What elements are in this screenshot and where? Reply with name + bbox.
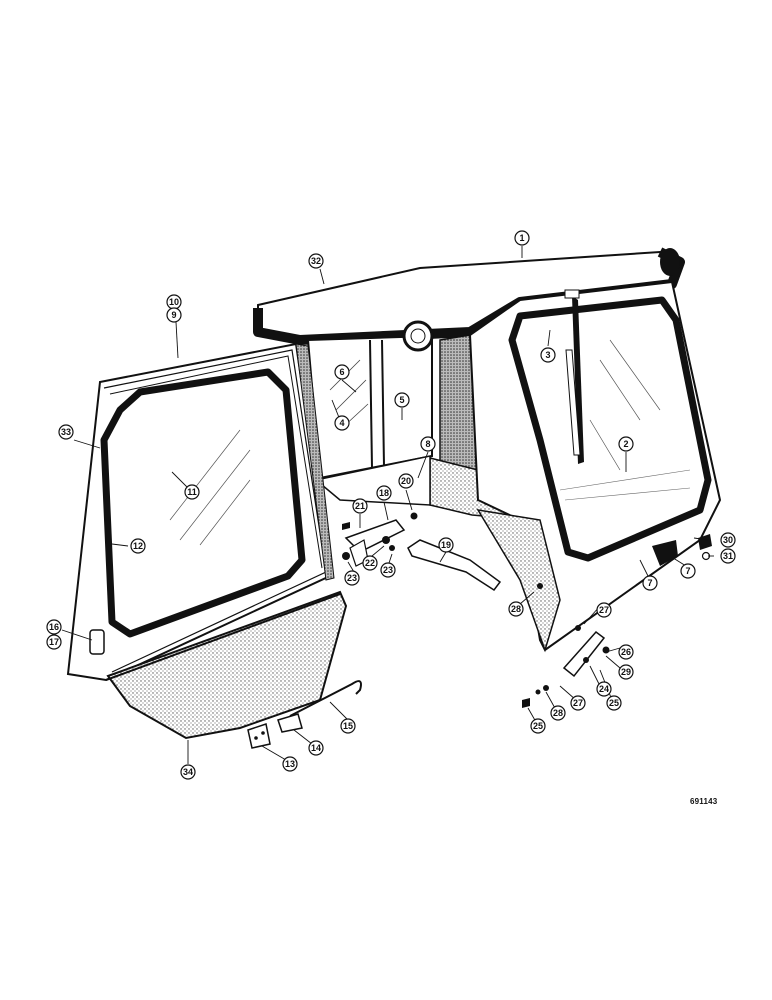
callout-15: 15: [340, 718, 356, 734]
svg-text:18: 18: [379, 488, 389, 498]
callout-2: 2: [618, 436, 634, 452]
latch-bracket: [277, 713, 303, 733]
door-post: [295, 343, 335, 581]
svg-text:7: 7: [685, 566, 690, 576]
leader-lines: [61, 246, 714, 764]
callout-10: 10: [166, 294, 182, 310]
left-door-lower-panel: [106, 590, 348, 740]
callout-21: 21: [352, 498, 368, 514]
callout-27b: 27: [570, 695, 586, 711]
svg-text:15: 15: [343, 721, 353, 731]
left-door-window: [100, 368, 306, 638]
callout-27a: 27: [596, 602, 612, 618]
svg-text:32: 32: [311, 256, 321, 266]
callout-26: 26: [618, 644, 634, 660]
callout-6: 6: [334, 364, 350, 380]
svg-text:7: 7: [647, 578, 652, 588]
svg-text:1: 1: [519, 233, 524, 243]
hinge-assembly: [562, 630, 606, 678]
svg-text:13: 13: [285, 759, 295, 769]
callout-1: 1: [514, 230, 530, 246]
callout-32: 32: [308, 253, 324, 269]
callout-25b: 25: [530, 718, 546, 734]
svg-text:20: 20: [401, 476, 411, 486]
callout-28b: 28: [550, 705, 566, 721]
svg-text:24: 24: [599, 684, 609, 694]
callout-5: 5: [394, 392, 410, 408]
callout-11: 11: [184, 484, 200, 500]
svg-text:29: 29: [621, 667, 631, 677]
svg-text:27: 27: [573, 698, 583, 708]
callout-9: 9: [166, 307, 182, 323]
dome-light: [402, 320, 434, 352]
wiper-blade: [565, 349, 581, 456]
callout-22: 22: [362, 555, 378, 571]
svg-text:5: 5: [399, 395, 404, 405]
svg-text:19: 19: [441, 540, 451, 550]
svg-text:11: 11: [187, 487, 197, 497]
cab-brace: [407, 539, 502, 592]
right-lower-panel: [476, 509, 561, 653]
svg-text:8: 8: [425, 439, 430, 449]
svg-text:27: 27: [599, 605, 609, 615]
callout-33: 33: [58, 424, 74, 440]
callout-34: 34: [180, 764, 196, 780]
svg-text:25: 25: [609, 698, 619, 708]
roof-light: [660, 248, 680, 276]
svg-text:31: 31: [723, 551, 733, 561]
svg-text:12: 12: [133, 541, 143, 551]
callout-13: 13: [282, 756, 298, 772]
callout-14: 14: [308, 740, 324, 756]
svg-text:25: 25: [533, 721, 543, 731]
callout-25a: 25: [606, 695, 622, 711]
mount-bolt: [698, 534, 712, 550]
callout-24: 24: [596, 681, 612, 697]
svg-text:4: 4: [339, 418, 344, 428]
callout-23b: 23: [380, 562, 396, 578]
svg-text:9: 9: [171, 310, 176, 320]
right-window: [508, 296, 712, 562]
callout-8: 8: [420, 436, 436, 452]
callout-30: 30: [720, 532, 736, 548]
callout-3: 3: [540, 347, 556, 363]
door-handle: [89, 629, 105, 655]
callout-7b: 7: [680, 563, 696, 579]
svg-text:22: 22: [365, 558, 375, 568]
step-bracket: [652, 540, 678, 566]
svg-text:14: 14: [311, 743, 321, 753]
svg-text:3: 3: [545, 350, 550, 360]
svg-text:34: 34: [183, 767, 193, 777]
svg-text:28: 28: [553, 708, 563, 718]
callout-4: 4: [334, 415, 350, 431]
rear-left-panel: [314, 455, 431, 506]
callout-31: 31: [720, 548, 736, 564]
door-rod: [289, 680, 362, 717]
svg-text:2: 2: [623, 439, 628, 449]
svg-text:23: 23: [383, 565, 393, 575]
svg-text:17: 17: [49, 637, 59, 647]
svg-text:16: 16: [49, 622, 59, 632]
callout-17: 17: [46, 634, 62, 650]
callout-19: 19: [438, 537, 454, 553]
reference-code: 691143: [690, 797, 718, 806]
svg-text:26: 26: [621, 647, 631, 657]
callout-16: 16: [46, 619, 62, 635]
callout-28a: 28: [508, 601, 524, 617]
callout-12: 12: [130, 538, 146, 554]
callout-18: 18: [376, 485, 392, 501]
wiper-arm: [572, 296, 584, 464]
hinge-plate: [247, 723, 271, 749]
svg-text:21: 21: [355, 501, 365, 511]
svg-text:10: 10: [169, 297, 179, 307]
svg-text:6: 6: [339, 367, 344, 377]
svg-text:23: 23: [347, 573, 357, 583]
callout-29a: 29: [618, 664, 634, 680]
svg-text:30: 30: [723, 535, 733, 545]
svg-text:28: 28: [511, 604, 521, 614]
svg-text:33: 33: [61, 427, 71, 437]
callout-23a: 23: [344, 570, 360, 586]
callout-20: 20: [398, 473, 414, 489]
callout-7a: 7: [642, 575, 658, 591]
